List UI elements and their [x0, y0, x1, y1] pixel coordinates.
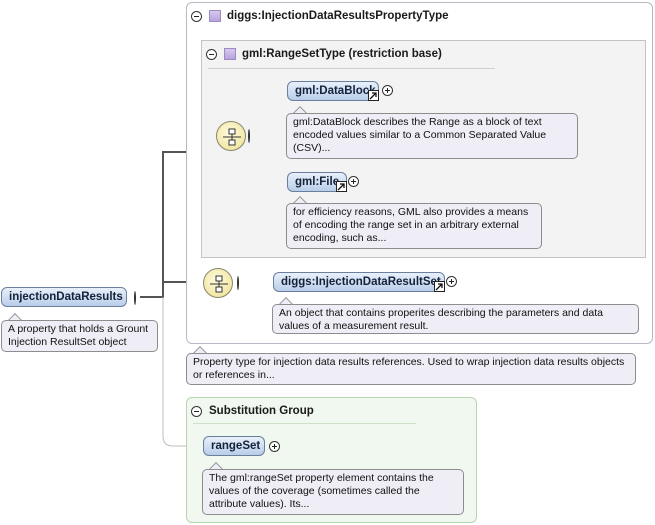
element-injection-data-result-set[interactable]: diggs:InjectionDataResultSet: [273, 272, 445, 292]
expand-range-set-icon[interactable]: [269, 441, 280, 452]
collapse-range-set-type-icon[interactable]: [206, 48, 217, 60]
datablock-doc: gml:DataBlock describes the Range as a b…: [286, 113, 578, 159]
collapse-substitution-group-icon[interactable]: [191, 405, 202, 417]
element-datablock[interactable]: gml:DataBlock: [287, 81, 379, 101]
result-set-doc: An object that contains properites descr…: [272, 304, 639, 334]
property-type-title: diggs:InjectionDataResultsPropertyType: [227, 10, 449, 22]
expand-result-set-icon[interactable]: [446, 276, 457, 287]
property-type-doc: Property type for injection data results…: [186, 353, 636, 385]
element-file[interactable]: gml:File: [287, 172, 347, 192]
collapse-sequence-icon[interactable]: [248, 129, 250, 143]
collapse-outer-sequence-icon[interactable]: [237, 276, 239, 290]
reference-arrow-icon: [368, 90, 379, 101]
complex-type-icon: [209, 10, 221, 22]
root-element-label: injectionDataResults: [9, 291, 123, 303]
collapse-property-type-icon[interactable]: [191, 10, 202, 22]
root-element-injection-data-results[interactable]: injectionDataResults: [1, 287, 127, 307]
root-element-doc: A property that holds a Grount Injection…: [1, 320, 158, 352]
substitution-group-title: Substitution Group: [209, 405, 314, 417]
collapse-root-icon[interactable]: [134, 291, 136, 305]
range-set-type-title: gml:RangeSetType (restriction base): [242, 48, 442, 60]
expand-datablock-icon[interactable]: [382, 85, 393, 96]
sequence-compositor-icon[interactable]: [216, 121, 246, 151]
reference-arrow-icon: [336, 181, 347, 192]
element-range-set[interactable]: rangeSet: [203, 436, 265, 456]
element-range-set-label: rangeSet: [211, 440, 261, 452]
file-doc: for efficiency reasons, GML also provide…: [286, 203, 542, 249]
element-datablock-label: gml:DataBlock: [295, 85, 376, 97]
property-type-header: diggs:InjectionDataResultsPropertyType: [187, 3, 652, 29]
element-file-label: gml:File: [295, 176, 340, 188]
element-result-set-label: diggs:InjectionDataResultSet: [281, 276, 441, 288]
sequence-compositor-icon[interactable]: [203, 268, 233, 298]
reference-arrow-icon: [434, 281, 445, 292]
header-divider: [208, 68, 495, 69]
expand-file-icon[interactable]: [348, 176, 359, 187]
range-set-doc: The gml:rangeSet property element contai…: [202, 469, 464, 515]
substitution-group-header: Substitution Group: [187, 398, 476, 424]
header-divider: [193, 423, 416, 424]
complex-type-icon: [224, 48, 236, 60]
range-set-type-header: gml:RangeSetType (restriction base): [202, 41, 645, 67]
